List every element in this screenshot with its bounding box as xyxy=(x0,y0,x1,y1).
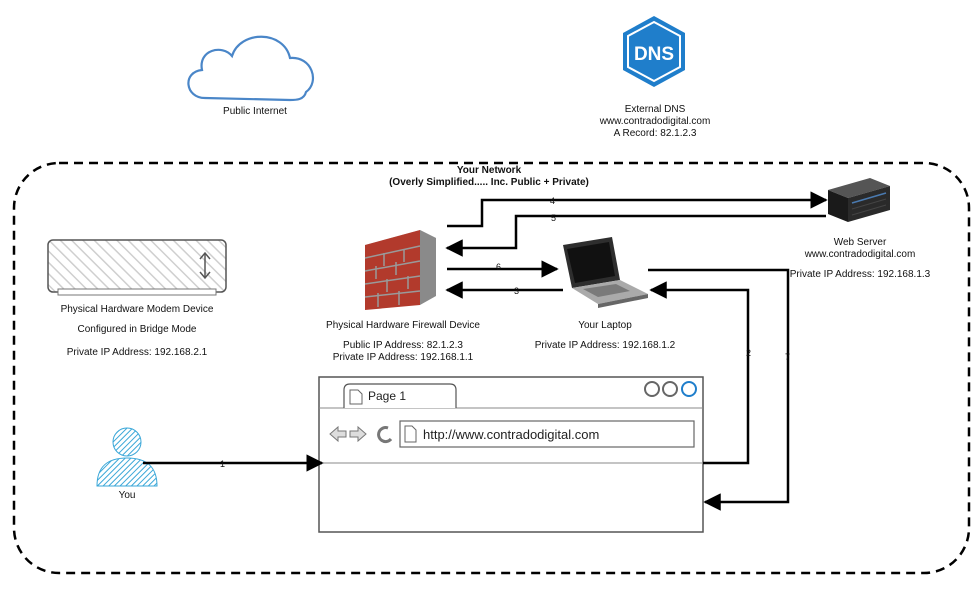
browser-tab-label: Page 1 xyxy=(368,389,406,403)
modem-ip: Private IP Address: 192.168.2.1 xyxy=(66,347,208,358)
webserver-name: Web Server xyxy=(833,237,887,248)
laptop-icon xyxy=(563,237,648,308)
forward-icon[interactable] xyxy=(349,425,367,443)
dns-label-1: External DNS xyxy=(624,104,686,115)
back-icon[interactable] xyxy=(329,425,347,443)
window-control-icons[interactable] xyxy=(644,381,697,397)
url-page-icon xyxy=(404,425,417,443)
url-text: http://www.contradodigital.com xyxy=(423,427,599,442)
arrow-7-label: 7 xyxy=(785,352,790,362)
firewall-public-ip: Public IP Address: 82.1.2.3 xyxy=(343,340,463,351)
network-subtitle: (Overly Simplified..... Inc. Public + Pr… xyxy=(389,177,589,188)
user-label: You xyxy=(118,490,136,501)
laptop-ip: Private IP Address: 192.168.1.2 xyxy=(534,340,676,351)
arrow-5 xyxy=(445,214,826,257)
arrow-2-label: 2 xyxy=(746,348,751,358)
arrow-5-label: 5 xyxy=(551,213,556,223)
user-icon xyxy=(96,427,158,487)
firewall-icon xyxy=(364,230,436,310)
arrow-3-label: 3 xyxy=(514,286,519,296)
cloud-label: Public Internet xyxy=(223,106,287,117)
dns-icon-text: DNS xyxy=(634,44,674,65)
laptop-name: Your Laptop xyxy=(578,320,632,331)
network-title: Your Network xyxy=(456,165,522,176)
modem-mode: Configured in Bridge Mode xyxy=(77,324,197,335)
network-boundary xyxy=(12,161,971,575)
cloud-icon xyxy=(187,35,315,102)
arrow-7 xyxy=(648,268,790,511)
server-icon xyxy=(828,178,890,222)
arrow-6-label: 6 xyxy=(496,262,501,272)
address-bar[interactable] xyxy=(399,420,695,448)
dns-label-2: www.contradodigital.com xyxy=(599,116,711,127)
arrow-1-label: 1 xyxy=(220,459,225,469)
arrow-4-label: 4 xyxy=(550,196,555,206)
page-icon xyxy=(349,389,363,405)
browser-window[interactable]: Page 1 http://www.contradodigital.com xyxy=(318,376,704,533)
modem-name: Physical Hardware Modem Device xyxy=(60,304,214,315)
refresh-icon[interactable] xyxy=(377,426,393,444)
arrow-4 xyxy=(447,191,828,228)
dns-icon: DNS xyxy=(623,16,685,87)
firewall-private-ip: Private IP Address: 192.168.1.1 xyxy=(332,352,474,363)
webserver-domain: www.contradodigital.com xyxy=(804,249,916,260)
modem-icon xyxy=(47,239,227,296)
webserver-ip: Private IP Address: 192.168.1.3 xyxy=(789,269,931,280)
dns-label-3: A Record: 82.1.2.3 xyxy=(613,128,697,139)
firewall-name: Physical Hardware Firewall Device xyxy=(326,320,480,331)
arrow-2 xyxy=(649,281,750,465)
